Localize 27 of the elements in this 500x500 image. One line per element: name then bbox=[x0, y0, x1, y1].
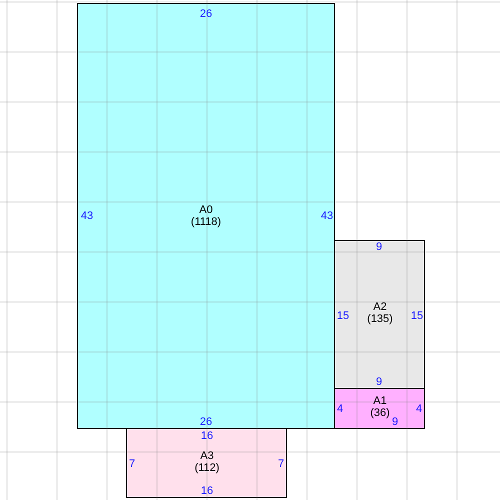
area-value: (1118) bbox=[190, 216, 222, 228]
dimension-label: 9 bbox=[376, 241, 382, 253]
dimension-label: 16 bbox=[200, 430, 214, 442]
dimension-label: 16 bbox=[200, 485, 214, 497]
dimension-label: 4 bbox=[416, 403, 422, 415]
dimension-label: 9 bbox=[376, 376, 382, 388]
dimension-label: 7 bbox=[128, 458, 136, 470]
area-name: A3 bbox=[200, 450, 214, 462]
dimension-label: 7 bbox=[278, 458, 284, 470]
area-rectangle bbox=[77, 3, 335, 429]
dimension-label: 26 bbox=[200, 8, 212, 20]
dimension-label: 26 bbox=[200, 416, 212, 428]
area-rectangle bbox=[126, 428, 287, 498]
area-name: A2 bbox=[373, 301, 387, 313]
area-value: (112) bbox=[194, 462, 220, 474]
area-rectangle bbox=[334, 240, 425, 389]
dimension-label: 43 bbox=[320, 210, 334, 222]
area-value: (135) bbox=[367, 313, 393, 325]
dimension-label: 9 bbox=[392, 416, 398, 428]
area-name: A0 bbox=[199, 204, 213, 216]
dimension-label: 15 bbox=[410, 310, 424, 322]
dimension-label: 4 bbox=[336, 403, 344, 415]
area-rectangle bbox=[334, 388, 425, 429]
dimension-label: 43 bbox=[80, 210, 94, 222]
dimension-label: 15 bbox=[336, 310, 350, 322]
area-value: (36) bbox=[370, 407, 390, 419]
area-name: A1 bbox=[373, 395, 387, 407]
